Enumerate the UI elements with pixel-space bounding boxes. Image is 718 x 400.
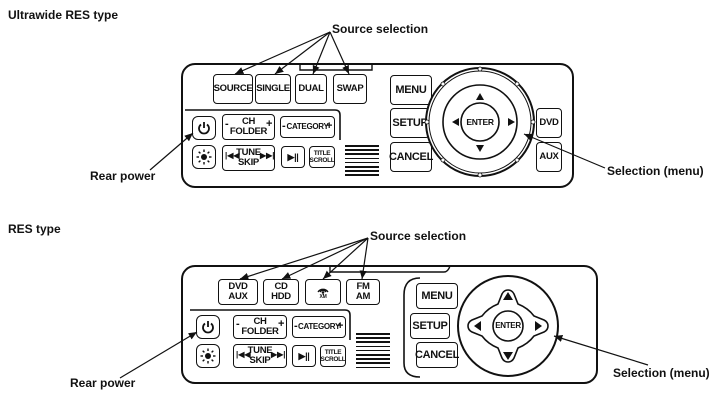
bottom-skip-label: SKIP <box>249 355 271 366</box>
xm-radio-icon <box>317 288 329 294</box>
top-source-callout: Source selection <box>332 22 429 36</box>
bottom-play-pause-button[interactable]: ▶|| <box>292 345 316 367</box>
bottom-enter-button[interactable]: ENTER <box>495 321 521 330</box>
bottom-aux-label: AUX <box>228 291 248 302</box>
bottom-speaker-grille <box>356 333 390 371</box>
bottom-cd-hdd-button[interactable]: CD HDD <box>263 279 299 305</box>
top-category-label: CATEGORY <box>286 122 329 131</box>
top-skip-label: SKIP <box>238 157 259 168</box>
bottom-tune-forward-sign: ▶▶| <box>271 350 286 359</box>
top-swap-button[interactable]: SWAP <box>333 74 367 104</box>
top-rear-power-callout: Rear power <box>90 169 156 183</box>
play-pause-icon: ▶|| <box>287 152 299 162</box>
top-play-pause-button[interactable]: ▶|| <box>281 146 305 168</box>
bottom-rear-power-callout: Rear power <box>70 376 136 390</box>
top-menu-button[interactable]: MENU <box>390 75 432 105</box>
top-heading: Ultrawide RES type <box>8 8 119 22</box>
bottom-hdd-label: HDD <box>271 291 291 302</box>
bottom-tune-skip-button[interactable]: TUNE SKIP <box>233 344 287 368</box>
top-dvd-button[interactable]: DVD <box>536 108 562 138</box>
bottom-xm-label: XM <box>319 294 327 300</box>
bottom-folder-label: FOLDER <box>241 326 279 337</box>
top-brightness-button[interactable] <box>192 145 216 169</box>
top-category-plus-sign: + <box>326 120 333 132</box>
top-tune-skip-button[interactable]: TUNE SKIP <box>222 145 275 171</box>
bottom-heading: RES type <box>8 222 61 236</box>
bottom-source-callout: Source selection <box>370 229 467 243</box>
top-title-label: TITLE <box>313 150 331 157</box>
top-tune-back-sign: |◀◀ <box>225 151 240 160</box>
power-icon <box>202 321 214 334</box>
top-rear-power-button[interactable] <box>192 116 216 140</box>
top-speaker-grille <box>345 145 379 179</box>
top-scroll-label: SCROLL <box>309 157 335 164</box>
top-tune-forward-sign: ▶▶| <box>260 151 275 160</box>
top-ch-minus-sign: - <box>225 118 229 130</box>
bottom-category-plus-sign: + <box>337 320 344 332</box>
top-source-button[interactable]: SOURCE <box>213 74 253 104</box>
bottom-brightness-button[interactable] <box>196 344 220 368</box>
bottom-tune-back-sign: |◀◀ <box>236 350 251 359</box>
top-single-button[interactable]: SINGLE <box>255 74 291 104</box>
top-aux-button[interactable]: AUX <box>536 142 562 172</box>
top-selection-callout: Selection (menu) <box>607 164 704 178</box>
bottom-xm-button[interactable]: XM <box>305 279 341 305</box>
bottom-cancel-button[interactable]: CANCEL <box>415 342 459 368</box>
play-pause-icon: ▶|| <box>298 351 310 361</box>
bottom-ch-plus-sign: + <box>278 318 285 330</box>
bottom-setup-button[interactable]: SETUP <box>410 313 450 339</box>
power-icon <box>198 122 210 135</box>
top-category-minus-sign: - <box>282 120 286 132</box>
bottom-fm-label: FM <box>356 281 370 292</box>
bottom-menu-button[interactable]: MENU <box>416 283 458 309</box>
brightness-icon <box>200 348 216 364</box>
bottom-ch-minus-sign: - <box>236 318 240 330</box>
bottom-category-label: CATEGORY <box>297 322 341 331</box>
brightness-icon <box>196 149 212 165</box>
bottom-fm-am-button[interactable]: FM AM <box>346 279 380 305</box>
bottom-dvd-aux-button[interactable]: DVD AUX <box>218 279 258 305</box>
top-cancel-button[interactable]: CANCEL <box>389 142 433 172</box>
bottom-dvd-label: DVD <box>228 281 248 292</box>
top-dual-button[interactable]: DUAL <box>295 74 327 104</box>
top-folder-label: FOLDER <box>229 126 268 137</box>
bottom-category-minus-sign: - <box>294 320 298 332</box>
bottom-am-label: AM <box>355 291 371 302</box>
top-ch-plus-sign: + <box>266 118 273 130</box>
bottom-selection-callout: Selection (menu) <box>613 366 710 380</box>
bottom-title-scroll-button[interactable]: TITLE SCROLL <box>320 345 346 367</box>
top-title-scroll-button[interactable]: TITLE SCROLL <box>309 146 335 168</box>
bottom-tune-label: TUNE <box>247 345 273 356</box>
top-enter-button[interactable]: ENTER <box>466 117 494 127</box>
bottom-scroll-label: SCROLL <box>320 356 346 363</box>
top-tune-label: TUNE <box>236 147 261 158</box>
bottom-rear-power-button[interactable] <box>196 315 220 339</box>
bottom-title-label: TITLE <box>324 349 342 356</box>
bottom-cd-label: CD <box>274 281 288 292</box>
top-setup-button[interactable]: SETUP <box>390 108 430 138</box>
